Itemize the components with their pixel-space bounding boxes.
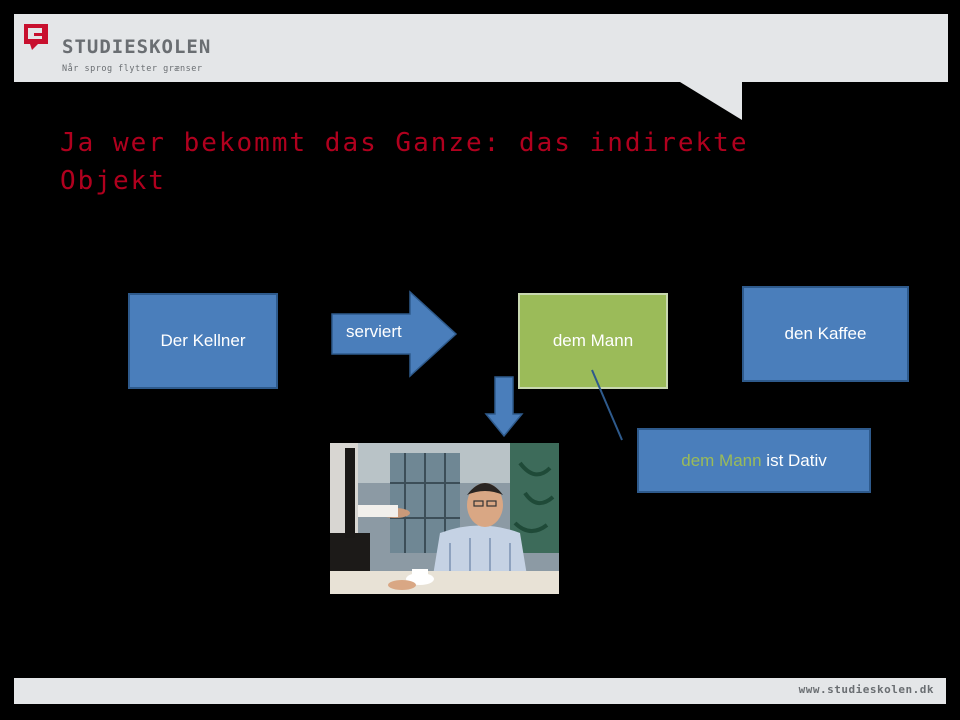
slide-title: Ja wer bekommt das Ganze: das indirekte … <box>60 128 749 196</box>
direct-object-label: den Kaffee <box>784 324 867 343</box>
dativ-highlight: dem Mann <box>681 450 762 470</box>
dativ-callout-box: dem Mann ist Dativ <box>637 428 871 493</box>
dativ-callout-text: dem Mann ist Dativ <box>681 451 827 471</box>
subject-box-label: Der Kellner <box>160 331 246 350</box>
studieskolen-logo-icon <box>24 24 48 50</box>
verb-arrow-label: serviert <box>346 322 402 341</box>
dativ-rest: ist Dativ <box>761 450 827 470</box>
subject-box: Der Kellner <box>128 293 278 389</box>
direct-object-box: den Kaffee <box>742 286 909 382</box>
logo-name: STUDIESKOLEN <box>62 36 212 58</box>
logo-tagline: Når sprog flytter grænser <box>62 64 203 74</box>
verb-arrow-shape <box>331 290 458 378</box>
footer-bar <box>14 678 946 704</box>
indirect-object-box: dem Mann <box>518 293 668 389</box>
waiter-serving-coffee-photo <box>330 443 559 594</box>
indirect-object-label: dem Mann <box>552 331 634 350</box>
footer-website-link[interactable]: www.studieskolen.dk <box>798 683 934 696</box>
header-bar <box>14 14 948 82</box>
down-arrow-icon <box>484 376 524 438</box>
